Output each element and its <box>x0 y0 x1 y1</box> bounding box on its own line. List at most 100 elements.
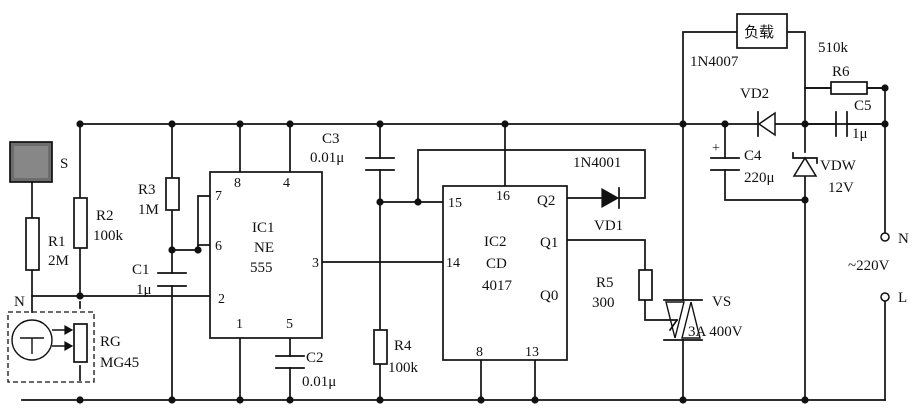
ic1-line1: NE <box>254 240 274 256</box>
capacitor-c1: C1 1μ <box>132 262 187 298</box>
rg-name: RG <box>100 334 121 350</box>
junction-dot <box>881 84 889 92</box>
r5-body <box>638 269 653 301</box>
c3-value: 0.01μ <box>310 150 344 166</box>
r5-value: 300 <box>592 295 615 311</box>
c4-name: C4 <box>744 148 762 164</box>
junction-dot <box>286 396 294 404</box>
resistor-r1: R1 2M <box>25 217 69 271</box>
junction-dot <box>376 396 384 404</box>
resistor-r4: R4 100k <box>373 329 419 376</box>
triac-triangle-down <box>665 301 685 339</box>
junction-dot <box>414 198 422 206</box>
rg-model: MG45 <box>100 355 139 371</box>
junction-dot <box>168 120 176 128</box>
pin7-wire <box>197 195 211 251</box>
c4-plus: + <box>712 141 720 156</box>
r6-name: R6 <box>832 64 850 80</box>
r2-name: R2 <box>96 208 114 224</box>
c2-name: C2 <box>306 350 324 366</box>
terminal-n[interactable] <box>880 232 890 242</box>
mains-terminals: N ~220V L <box>848 231 909 306</box>
ic1-vcc-wire <box>239 123 291 173</box>
junction-dots <box>76 84 889 404</box>
ic1-body <box>209 171 323 339</box>
junction-dot <box>801 396 809 404</box>
junction-dot <box>477 396 485 404</box>
ic1-pin8: 8 <box>234 176 241 191</box>
vd1-loop-wire <box>417 149 646 203</box>
ic2-line2: 4017 <box>482 278 513 294</box>
r2-body <box>73 197 88 249</box>
ic2-body <box>442 185 568 361</box>
touch-sensor: S <box>9 141 68 183</box>
capacitor-c2: C2 0.01μ <box>275 350 336 390</box>
ic2-pin14: 14 <box>446 256 460 271</box>
c2-value: 0.01μ <box>302 374 336 390</box>
terminal-l[interactable] <box>880 292 890 302</box>
ic2-pin13: 13 <box>525 345 539 360</box>
junction-dot <box>801 120 809 128</box>
vd1-model: 1N4001 <box>573 155 621 171</box>
r5-name: R5 <box>596 275 614 291</box>
vd2-model: 1N4007 <box>690 54 739 70</box>
mains-voltage: ~220V <box>848 258 890 274</box>
c3-name: C3 <box>322 131 340 147</box>
mains-l-label: L <box>898 290 907 306</box>
vdw-name: VDW <box>820 158 857 174</box>
mains-n-label: N <box>898 231 909 247</box>
resistor-r2: R2 100k <box>73 197 124 249</box>
load: 负载 <box>736 13 788 49</box>
r4-value: 100k <box>388 360 419 376</box>
ic1-ne555: IC1 NE 555 8 4 7 6 2 3 1 5 <box>209 171 323 339</box>
rg-n-label: N <box>14 294 25 310</box>
r1-body <box>25 217 40 271</box>
triac-triangle-up <box>681 301 701 339</box>
diode-vd2: 1N4007 VD2 <box>690 54 776 137</box>
vd1-name: VD1 <box>594 218 623 234</box>
load-branch-wire <box>682 31 886 401</box>
ic2-gnd-wire <box>480 359 536 401</box>
load-label: 负载 <box>744 23 774 41</box>
zener-vdw: VDW 12V <box>792 152 857 196</box>
triac-gate <box>668 318 679 332</box>
ic1-title: IC1 <box>252 220 275 236</box>
resistor-r3: R3 1M <box>138 177 180 218</box>
junction-dot <box>76 292 84 300</box>
ic1-pin4: 4 <box>283 176 290 191</box>
r2-value: 100k <box>93 228 124 244</box>
junction-dot <box>881 120 889 128</box>
r4-name: R4 <box>394 338 412 354</box>
vdw-triangle <box>792 156 818 177</box>
capacitor-c5: C5 1μ <box>835 98 872 142</box>
ic2-pin8: 8 <box>476 345 483 360</box>
ic2-q1: Q1 <box>540 235 558 251</box>
rg-lamp <box>11 319 53 361</box>
c5-name: C5 <box>854 98 872 114</box>
ic1-pin6: 6 <box>215 239 222 254</box>
rg-dashed-enclosure <box>7 311 95 383</box>
junction-dot <box>376 120 384 128</box>
ic2-pin16: 16 <box>496 189 510 204</box>
junction-dot <box>236 396 244 404</box>
ic1-pin5: 5 <box>286 317 293 332</box>
c5-value: 1μ <box>852 126 868 142</box>
vd1-triangle <box>601 187 620 209</box>
vdw-value: 12V <box>828 180 854 196</box>
capacitor-c4: + C4 220μ <box>710 141 775 186</box>
ic1-pin2: 2 <box>218 292 225 307</box>
ic2-title: IC2 <box>484 234 507 250</box>
diode-vd1: 1N4001 VD1 <box>573 155 623 234</box>
ic2-q2: Q2 <box>537 193 555 209</box>
junction-dot <box>236 120 244 128</box>
triac-rating: 3A 400V <box>688 324 743 340</box>
vd2-name: VD2 <box>740 86 769 102</box>
junction-dot <box>679 120 687 128</box>
resistor-r5: R5 300 <box>592 269 653 311</box>
triac-vs: VS 3A 400V <box>663 294 743 341</box>
wires <box>21 31 886 401</box>
r3-name: R3 <box>138 182 156 198</box>
r3-body <box>165 177 180 211</box>
junction-dot <box>76 120 84 128</box>
